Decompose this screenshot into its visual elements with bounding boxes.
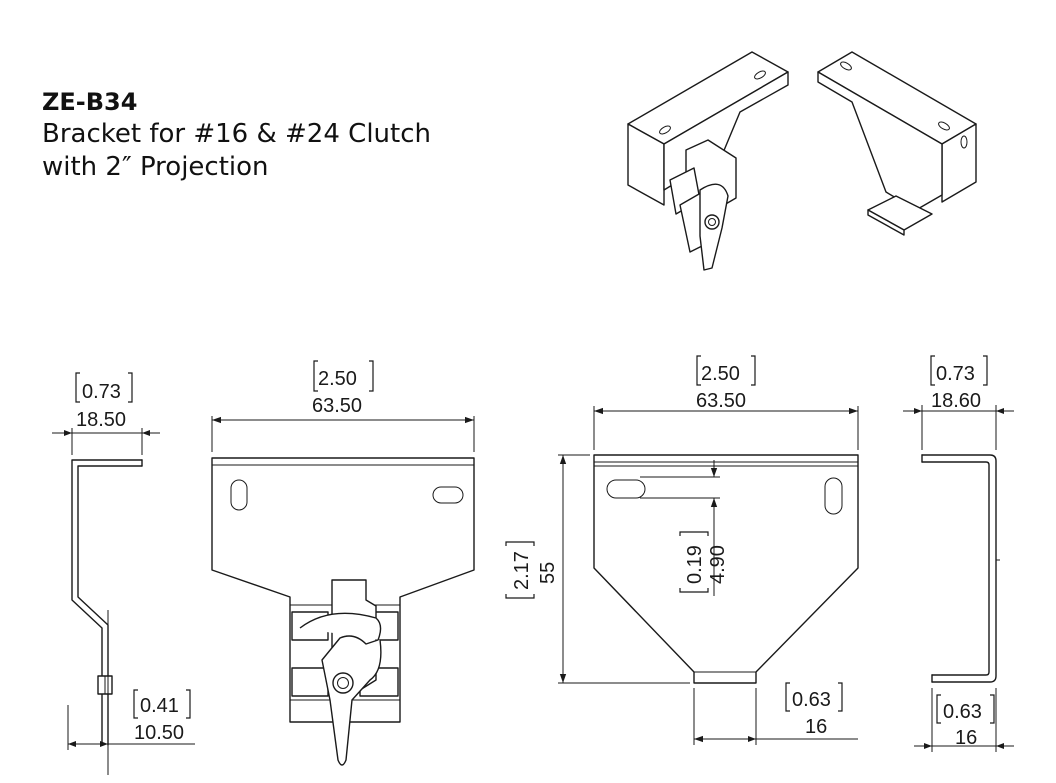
- rear-view-bracket: 0.19 4.90 2.50 63.50 2.17 55 0.63 16: [505, 355, 859, 745]
- isometric-view-bracket: [817, 51, 977, 236]
- side-right-top-mm: 18.60: [931, 390, 981, 412]
- side-left-bottom-mm: 10.50: [134, 722, 184, 744]
- side-left-top-mm: 18.50: [76, 409, 126, 431]
- tab-width-in: 0.63: [792, 689, 831, 711]
- slot-offset-in: 0.19: [684, 545, 706, 584]
- side-right-bottom-mm: 16: [955, 727, 977, 749]
- slot-offset-mm: 4.90: [707, 545, 729, 584]
- tab-width-mm: 16: [805, 716, 827, 738]
- rear-height-in: 2.17: [511, 551, 533, 590]
- rear-height-mm: 55: [537, 562, 559, 584]
- rear-width-in: 2.50: [701, 363, 740, 385]
- description-line-2: with 2″ Projection: [42, 152, 269, 182]
- description-line-1: Bracket for #16 & #24 Clutch: [42, 119, 431, 149]
- left-side-profile-view: 0.73 18.50 0.41 10.50: [52, 372, 195, 775]
- side-right-bottom-in: 0.63: [943, 701, 982, 723]
- side-right-top-in: 0.73: [936, 363, 975, 385]
- right-side-profile-view: 0.73 18.60 0.63 16: [903, 355, 1014, 752]
- front-width-in: 2.50: [318, 368, 357, 390]
- title-block: ZE-B34 Bracket for #16 & #24 Clutch with…: [42, 86, 431, 184]
- side-left-bottom-in: 0.41: [140, 695, 179, 717]
- side-left-top-in: 0.73: [82, 381, 121, 403]
- part-number: ZE-B34: [42, 88, 138, 116]
- isometric-view-with-clutch: [627, 51, 789, 271]
- front-width-mm: 63.50: [312, 395, 362, 417]
- front-view-with-clutch: 2.50 63.50: [211, 360, 475, 766]
- rear-width-mm: 63.50: [696, 390, 746, 412]
